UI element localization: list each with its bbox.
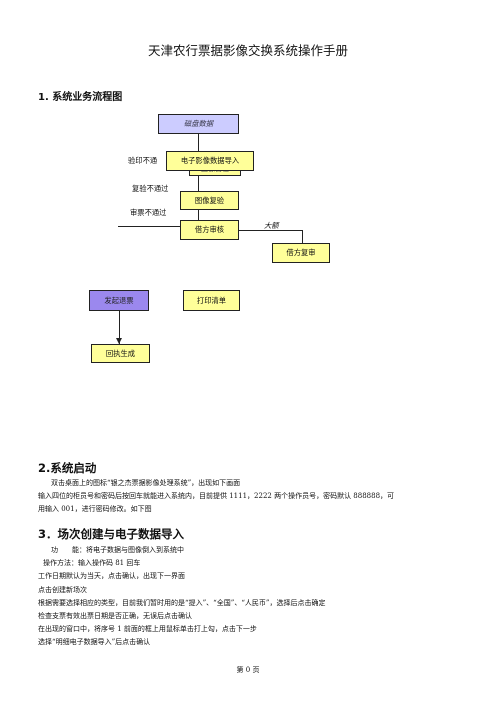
paragraph-line: 在出现的窗口中，将序号 1 前面的框上用鼠标单击打上勾，点击下一步 xyxy=(38,625,257,634)
section1-heading: 1. 系统业务流程图 xyxy=(38,92,123,103)
review-fail-label: 审票不通过 xyxy=(130,208,167,217)
print-list-box: 打印清单 xyxy=(183,290,240,311)
connector xyxy=(118,226,180,227)
recheck-fail-label: 复验不通过 xyxy=(132,184,169,193)
import-box: 电子影像数据导入 xyxy=(166,151,254,171)
paragraph-line: 输入四位的柜员号和密码后按回车就能进入系统内，目前提供 1111，2222 两个… xyxy=(38,492,395,501)
section3-heading: 3．场次创建与电子数据导入 xyxy=(38,527,185,541)
initiate-return-box: 发起退票 xyxy=(89,290,149,311)
connector xyxy=(119,311,120,344)
paragraph-line: 双击桌面上的图标“银之杰票据影像处理系统”，出现如下画面 xyxy=(51,479,241,487)
arrow-head-icon xyxy=(116,338,122,344)
connector xyxy=(198,210,199,220)
paragraph-line: 根据需要选择相应的类型，目前我们暂时用的是“提入”、“全国”、“人民币”，选择后… xyxy=(38,598,326,607)
connector xyxy=(198,176,199,191)
connector xyxy=(198,134,199,151)
section3-body: 功 能：将电子数据与图像倒入到系统中 操作方法：输入操作码 81 回车 工作日期… xyxy=(38,544,325,650)
large-amount-label: 大额 xyxy=(264,221,279,230)
disk-data-box: 磁盘数据 xyxy=(158,114,239,134)
image-recheck-box: 图像复验 xyxy=(180,191,239,210)
document-title: 天津农行票据影像交换系统操作手册 xyxy=(147,43,348,58)
paragraph-line: 功 能：将电子数据与图像倒入到系统中 xyxy=(51,546,184,554)
section2-body: 双击桌面上的图标“银之杰票据影像处理系统”，出现如下画面 输入四位的柜员号和密码… xyxy=(38,477,394,517)
connector xyxy=(239,230,303,231)
paragraph-line: 用输入 001，进行密码修改。如下图 xyxy=(38,505,152,514)
paragraph-line: 检查支票有效出票日期是否正确，无误后点击确认 xyxy=(38,612,192,621)
page-number: 第 0 页 xyxy=(236,666,260,674)
debit-review-box: 借方审核 xyxy=(180,220,239,240)
paragraph-line: 选择“明细电子数据导入”后点击确认 xyxy=(38,638,151,647)
section2-heading: 2.系统启动 xyxy=(38,461,97,475)
paragraph-line: 操作方法：输入操作码 81 回车 xyxy=(43,559,141,568)
paragraph-line: 工作日期默认为当天，点击确认，出现下一界面 xyxy=(38,572,185,581)
seal-fail-label: 验印不通 xyxy=(128,156,158,165)
paragraph-line: 点击创建新场次 xyxy=(38,585,87,594)
connector xyxy=(302,230,303,243)
receipt-box: 回执生成 xyxy=(91,344,150,363)
debit-recheck-box: 借方复审 xyxy=(272,243,330,263)
